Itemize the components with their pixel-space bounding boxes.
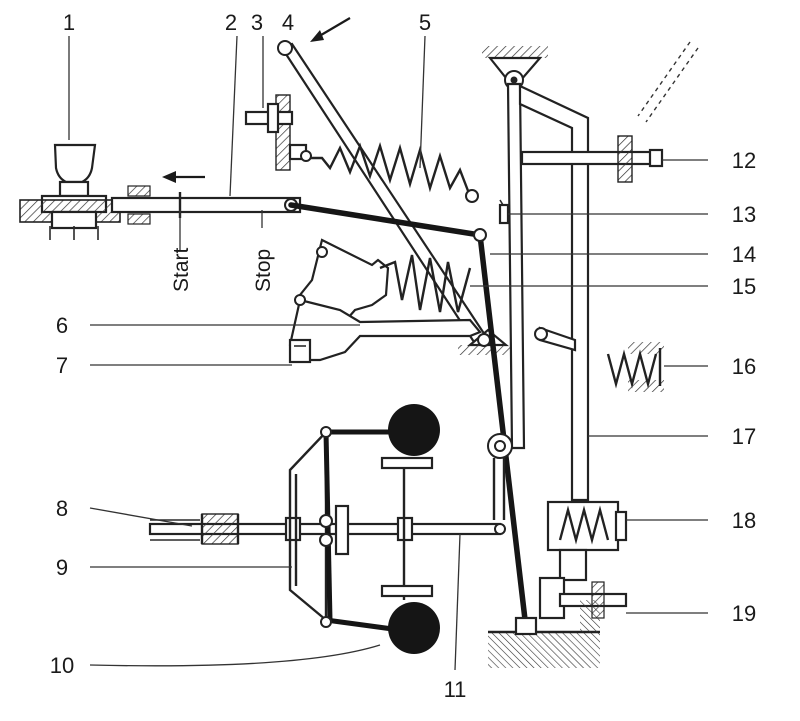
callout-2: 2 [225,10,237,35]
callout-12: 12 [732,148,756,173]
callout-10: 10 [50,653,74,678]
callout-14: 14 [732,242,756,267]
part-12-adjust-screw [520,41,699,183]
fixed-pivots [458,46,548,355]
callout-19: 19 [732,601,756,626]
callout-labels: 1 2 3 4 5 6 7 8 9 10 11 12 13 14 15 16 1… [50,10,756,702]
callout-11: 11 [444,677,467,702]
callout-16: 16 [732,354,756,379]
callout-4: 4 [282,10,294,35]
callout-18: 18 [732,508,756,533]
callout-7: 7 [56,353,68,378]
flyweight-lower [388,602,440,654]
callout-13: 13 [732,202,756,227]
part-13-17-vertical-levers [487,82,590,520]
ground-base [488,600,600,668]
callout-8: 8 [56,496,68,521]
part-5-tension-spring [300,141,479,203]
callout-5: 5 [419,10,431,35]
part-9-frame [288,428,434,623]
part-2-control-rod [110,171,302,225]
start-label: Start [170,247,193,292]
part-18-damper [546,500,628,582]
part-6-bell-crank [288,238,482,364]
part-3-stop-screw [244,94,308,171]
callout-17: 17 [732,424,756,449]
callout-15: 15 [732,274,756,299]
leader-lines [68,35,708,671]
heavy-links [288,202,529,631]
callout-1: 1 [63,10,75,35]
callout-6: 6 [56,313,68,338]
flyweight-upper [388,404,440,456]
part-10-flyweights [319,404,440,654]
callout-3: 3 [251,10,263,35]
part-1-pinion-gear [19,143,121,240]
callout-9: 9 [56,555,68,580]
part-16-spring-symbol [606,342,664,392]
stop-label: Stop [252,249,275,292]
